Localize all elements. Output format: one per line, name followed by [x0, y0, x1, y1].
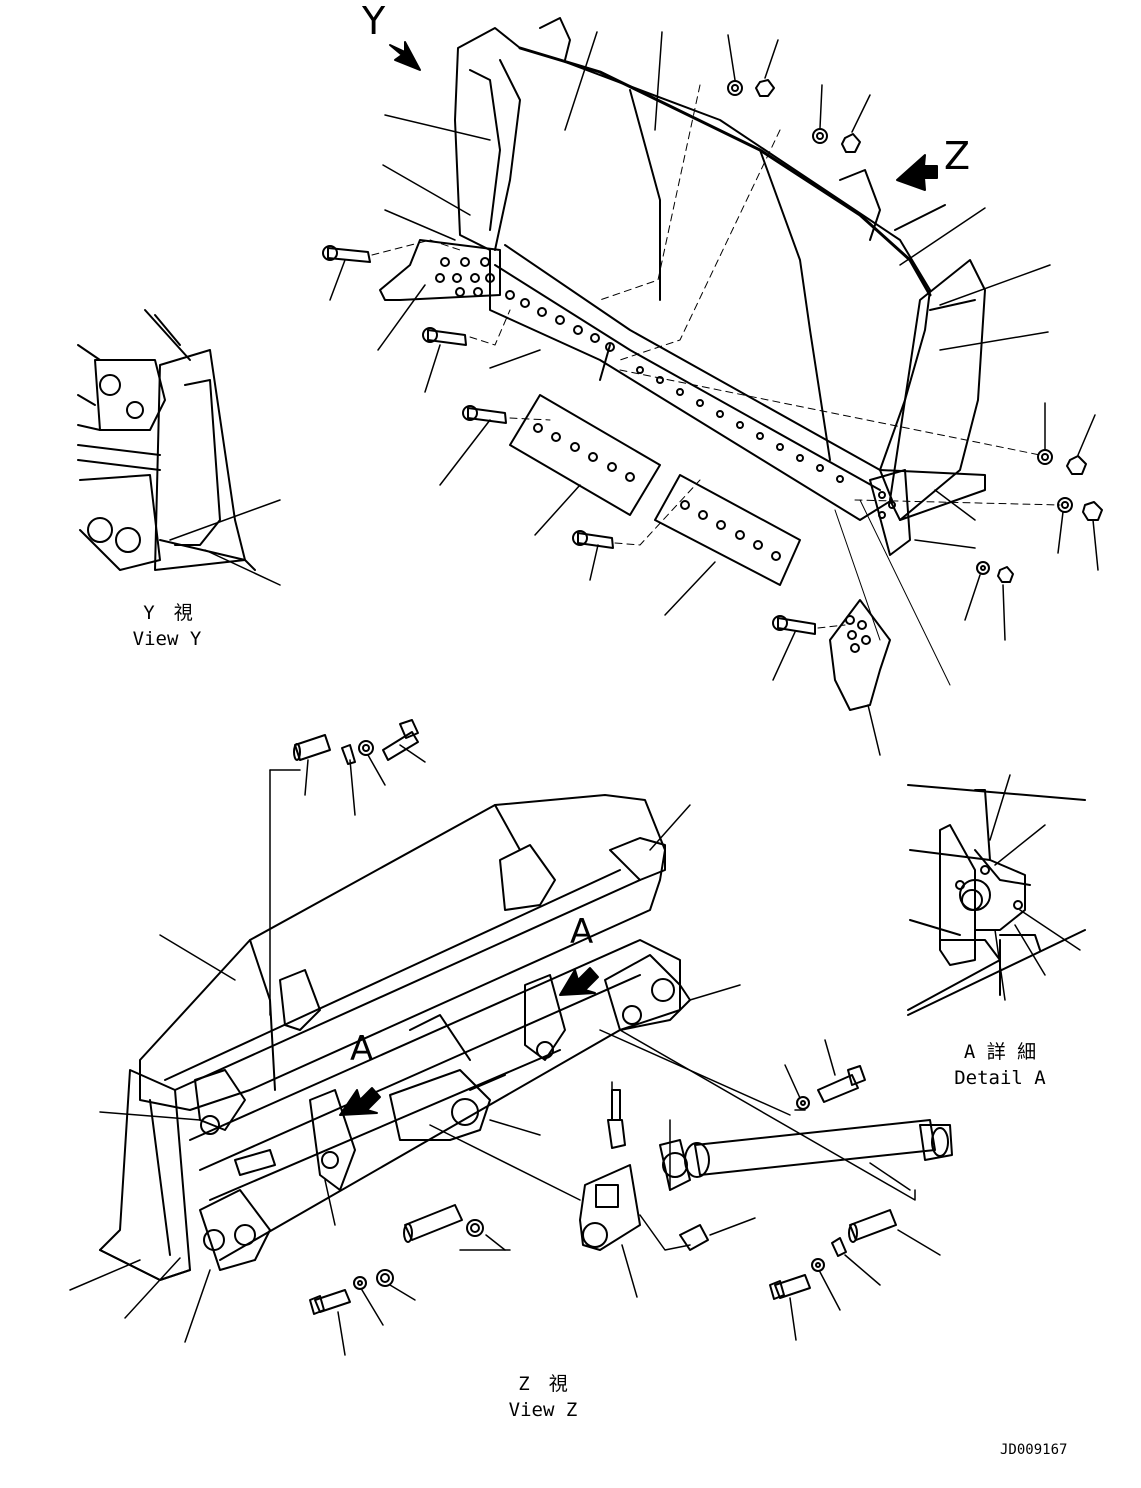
leader-lines-main: [329, 31, 1099, 756]
view-marker-a-left: A: [350, 1029, 374, 1069]
washers-and-nuts: [727, 79, 1103, 583]
view-y-caption-jp: Y 視: [143, 602, 193, 624]
pivot-shaft: [694, 1119, 936, 1176]
detail-a-drawing: [907, 784, 1086, 1016]
detail-a-caption-en: Detail A: [954, 1067, 1046, 1089]
view-z-caption-jp: Z 視: [518, 1373, 568, 1395]
view-y-drawing: [77, 309, 281, 586]
right-end-plate: [889, 259, 986, 521]
blade-moldboard: [454, 27, 931, 521]
detail-a-caption-jp: A 詳 細: [963, 1041, 1037, 1063]
view-y-caption-en: View Y: [132, 628, 202, 650]
left-cutting-edge-plate: [379, 239, 501, 301]
main-blade-assembly: [379, 17, 986, 556]
arrow-a-right: [559, 967, 599, 996]
cutting-edge-middle: [509, 394, 661, 516]
blade-bolts: [322, 245, 816, 635]
view-marker-y: Y: [362, 0, 386, 43]
leader-lines-detail-a: [989, 774, 1081, 1001]
cutting-edge-right: [654, 474, 801, 586]
view-z-caption-en: View Z: [508, 1399, 578, 1421]
leader-lines-view-z: [69, 744, 941, 1356]
drawing-code: JD009167: [1000, 1442, 1068, 1458]
reference-lines-solid: [834, 499, 951, 686]
arrow-y: [389, 41, 421, 71]
moldboard-rear: [139, 794, 666, 1111]
view-marker-a-right: A: [570, 912, 594, 952]
reference-lines-dashed: [371, 84, 1061, 629]
blade-bolt-holes: [505, 290, 844, 483]
end-bit: [829, 599, 891, 711]
arrow-a-left: [339, 1087, 381, 1116]
view-marker-z: Z: [944, 134, 971, 178]
arrow-z: [896, 154, 938, 191]
view-z-pins-and-fasteners: [293, 719, 953, 1315]
